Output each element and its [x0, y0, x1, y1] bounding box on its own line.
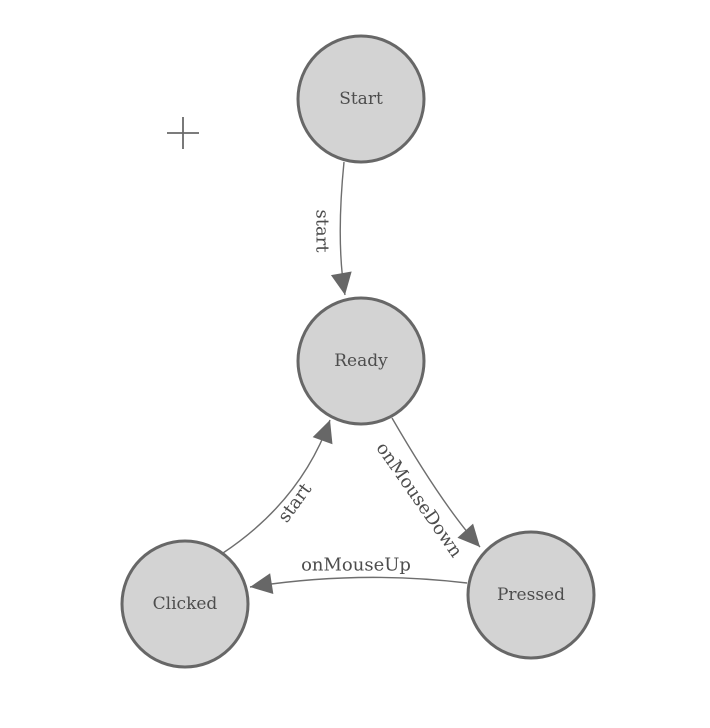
state-node-start[interactable]: Start: [296, 34, 426, 164]
transition-label: start: [274, 479, 317, 527]
transition-edge-ready-to-pressed[interactable]: onMouseDown: [372, 417, 481, 562]
transition-label: onMouseUp: [301, 555, 411, 576]
arrowhead-icon: [457, 523, 480, 547]
state-node-ready[interactable]: Ready: [296, 296, 426, 426]
state-circle[interactable]: [466, 530, 596, 660]
state-circle[interactable]: [296, 296, 426, 426]
transition-label: onMouseDown: [372, 438, 467, 561]
transition-edge-clicked-to-ready[interactable]: start: [222, 419, 333, 554]
transition-line[interactable]: [222, 419, 331, 554]
crosshair-cursor-icon: [167, 117, 199, 149]
state-node-pressed[interactable]: Pressed: [466, 530, 596, 660]
state-circle[interactable]: [120, 539, 250, 669]
transition-line[interactable]: [249, 576, 468, 588]
state-node-clicked[interactable]: Clicked: [120, 539, 250, 669]
arrowhead-icon: [330, 271, 352, 295]
arrowhead-icon: [312, 420, 333, 445]
state-label: Clicked: [153, 594, 218, 614]
transition-edge-start-to-ready[interactable]: start: [312, 161, 352, 296]
transition-edge-pressed-to-clicked[interactable]: onMouseUp: [249, 555, 468, 594]
transition-label: start: [312, 209, 333, 253]
state-label: Ready: [334, 351, 388, 371]
state-label: Pressed: [497, 585, 565, 605]
state-circle[interactable]: [296, 34, 426, 164]
arrowhead-icon: [250, 573, 274, 594]
state-label: Start: [339, 89, 383, 109]
